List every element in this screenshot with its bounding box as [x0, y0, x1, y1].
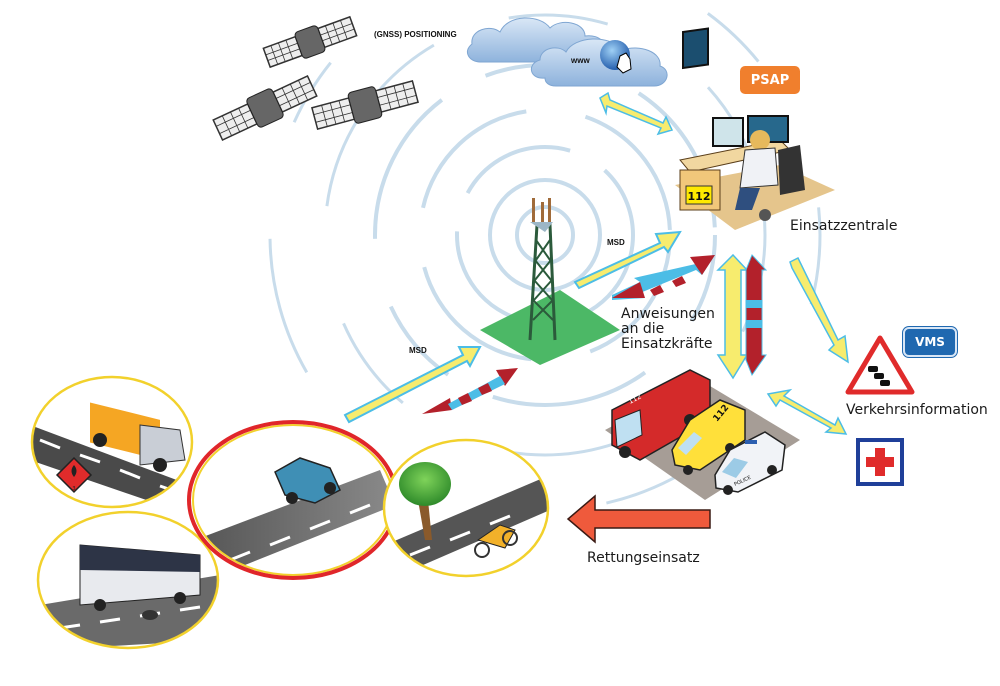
msd-label-upper: MSD	[607, 238, 625, 247]
globe-icon	[600, 40, 632, 74]
msd-arrow-upper	[573, 230, 682, 290]
psap-responders-arrow	[716, 253, 768, 380]
satellite-icon	[262, 15, 358, 69]
scene-motorcycle-tree	[382, 438, 550, 578]
rescue-arrow	[566, 494, 711, 544]
rescue-label: Rettungseinsatz	[587, 550, 700, 566]
svg-text:3: 3	[72, 486, 75, 492]
msd-label-lower: MSD	[409, 346, 427, 355]
msd-arrow-lower	[343, 346, 482, 424]
psap-operator-desk: 112	[675, 27, 835, 230]
satellite-icon	[311, 79, 419, 131]
scene-bus-flat-tire	[36, 510, 220, 650]
psap-vms-arrow	[789, 256, 849, 364]
scene-car-rollover	[187, 420, 399, 580]
traffic-jam-sign-icon	[845, 335, 915, 395]
internet-psap-arrow	[599, 91, 674, 136]
instructions-line-1: Anweisungen	[621, 306, 715, 322]
scene-hazmat-truck: 3	[30, 375, 194, 509]
gnss-positioning-label: (GNSS) POSITIONING	[374, 30, 457, 39]
desk-112-label: 112	[688, 190, 711, 203]
vms-badge: VMS	[903, 327, 957, 357]
psap-badge: PSAP	[740, 66, 800, 94]
ambulance-icon: 112	[671, 399, 746, 475]
instructions-label: Anweisungen an die Einsatzkräfte	[621, 307, 715, 352]
voice-arrow-upper	[612, 255, 715, 300]
hospital-sign-icon	[856, 438, 904, 486]
satellite-icon	[212, 75, 318, 141]
cloud-icon	[467, 17, 668, 87]
voice-arrow-lower	[422, 368, 518, 414]
www-label: www	[571, 56, 590, 65]
dispatch-center-label: Einsatzzentrale	[790, 218, 898, 234]
hazmat-class-3-icon: 3	[55, 456, 93, 494]
cell-tower-icon	[480, 198, 620, 365]
instructions-line-2: an die	[621, 321, 665, 337]
instructions-line-3: Einsatzkräfte	[621, 336, 713, 352]
police-car-icon: POLICE	[714, 431, 786, 495]
emergency-vehicles: 112 112 POLICE	[605, 369, 800, 500]
responders-hospital-arrow	[766, 388, 848, 435]
traffic-info-label: Verkehrsinformation	[846, 402, 988, 418]
